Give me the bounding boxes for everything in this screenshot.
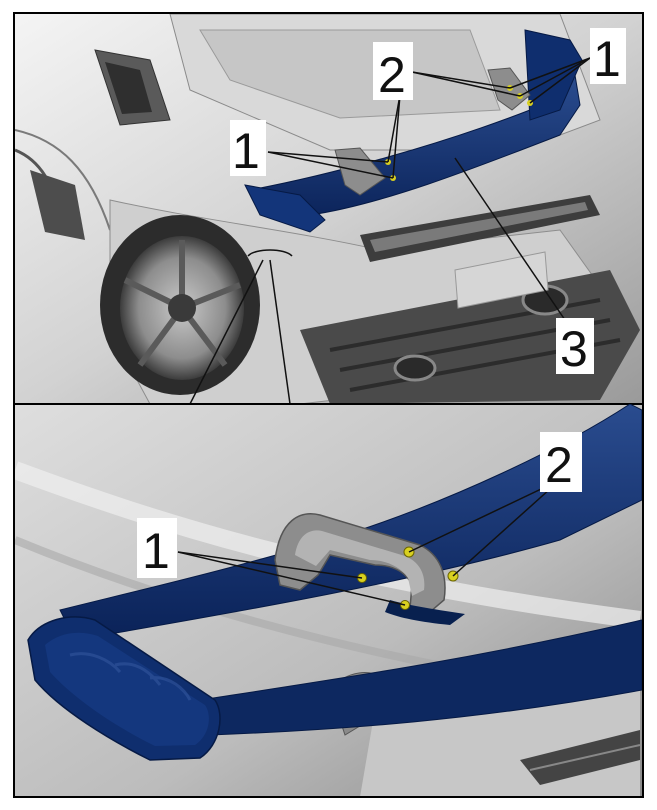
callout-2-top: 2 <box>378 47 406 103</box>
callout-1-bottom: 1 <box>142 523 170 579</box>
top-callouts: 1 2 1 3 <box>230 28 626 377</box>
callout-1-top-left: 1 <box>232 123 260 179</box>
bottom-callouts: 1 2 <box>137 432 582 579</box>
callout-3-top: 3 <box>560 321 588 377</box>
top-leader-lines <box>267 57 591 321</box>
callout-1-top-right: 1 <box>593 31 621 87</box>
bottom-leader-lines <box>177 479 561 606</box>
bottom-panel-wing-detail <box>15 404 642 796</box>
callout-2-bottom: 2 <box>545 437 573 493</box>
top-panel-car-overview <box>15 14 642 404</box>
